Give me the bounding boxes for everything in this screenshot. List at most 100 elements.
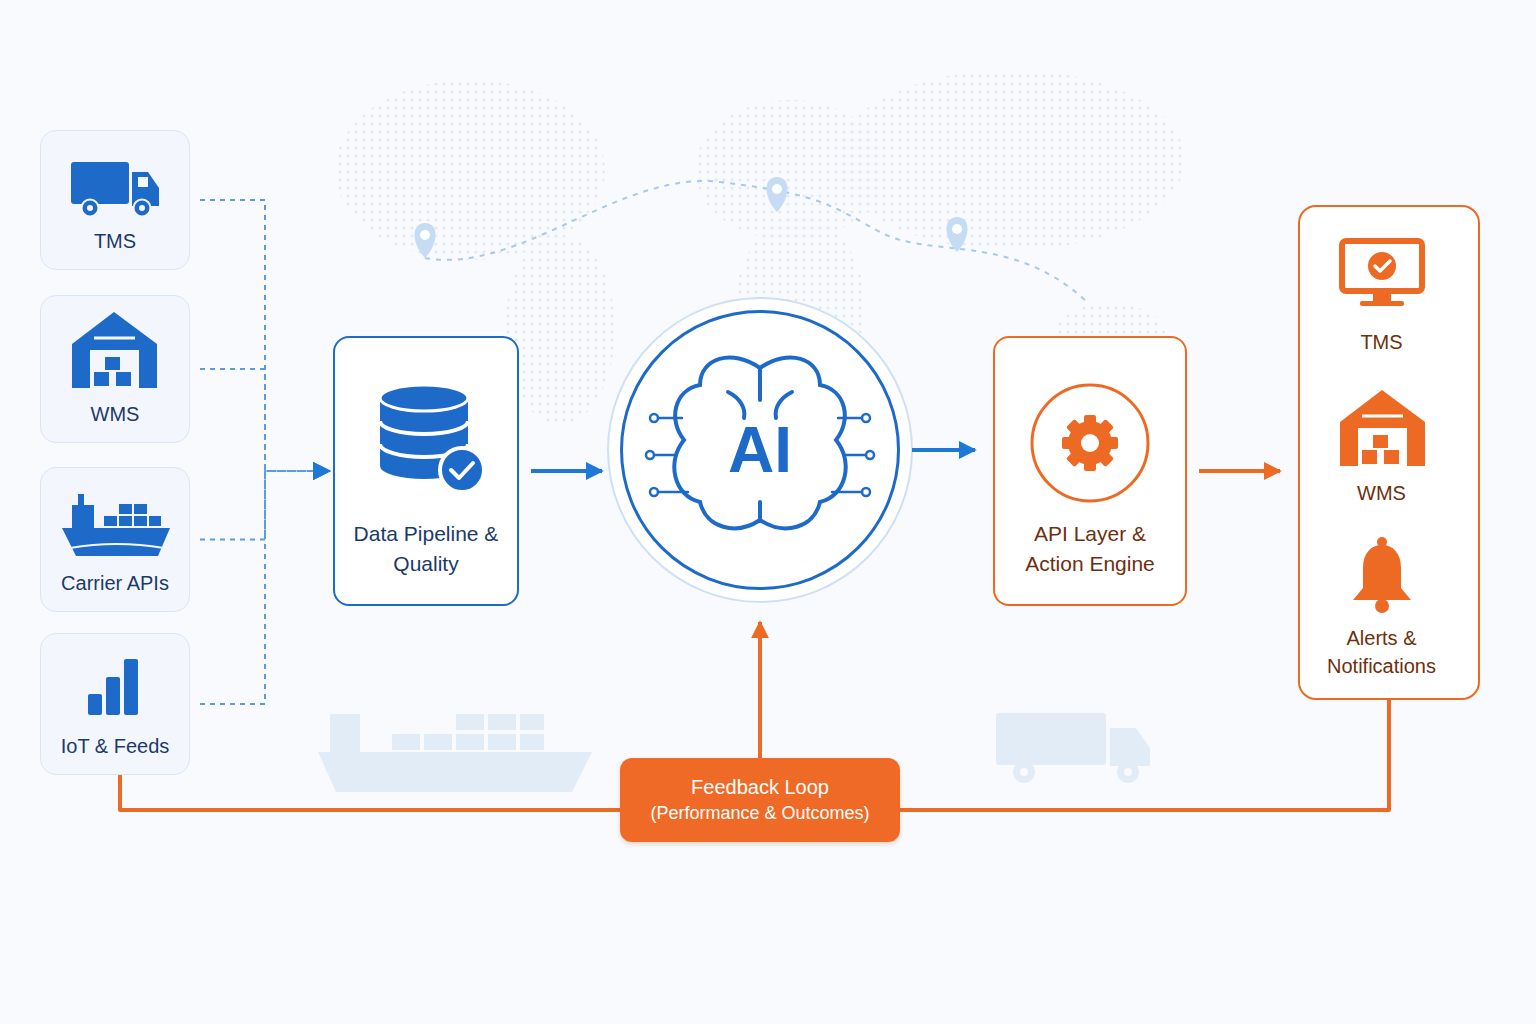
database-icon [380,385,484,492]
database-icon [380,421,468,434]
world-map [835,70,1185,250]
brain-icon [650,414,658,422]
ai-label: AI [728,415,792,485]
bar-chart-icon [106,677,120,715]
monitor-icon [1373,294,1391,302]
brain-icon [646,451,654,459]
truck-icon [134,200,151,217]
brain-icon [658,417,682,420]
monitor-icon [1342,241,1422,306]
faint-ship [392,734,420,750]
ship-icon [62,494,170,556]
node-label: WMS [91,400,140,428]
gear-icon [1032,385,1148,501]
faint-ship [488,734,516,750]
ship-icon [149,516,161,526]
warehouse-icon [72,312,157,388]
database-icon [380,385,468,411]
ship-icon [119,516,132,526]
brain-icon [674,357,845,528]
brain-icon [862,414,870,422]
brain-icon [844,454,866,457]
database-icon [440,448,484,492]
gear-icon [1062,437,1076,449]
faint-ship [488,714,516,730]
node-label: TMS [1360,328,1402,356]
map-pin [947,217,968,252]
flow-arrow [912,448,975,452]
warehouse-icon [105,357,120,370]
map-pin [947,217,968,252]
faint-ship [424,734,452,750]
node-label: IoT & Feeds [61,732,170,760]
warehouse-icon [1340,390,1425,466]
flow-arrow [120,775,620,810]
flow-arrow [758,622,762,758]
ship-icon [70,544,164,548]
warehouse-icon [1362,450,1377,464]
brain-icon [776,392,792,418]
brain-icon [646,357,874,528]
bell-icon [1353,537,1411,613]
faint-ship [520,734,544,750]
truck-icon [138,177,148,187]
gear-icon [1032,385,1148,501]
gear-icon [1068,421,1112,465]
brain-icon [758,502,762,520]
node-label: Alerts & Notifications [1307,624,1457,680]
ship-icon [119,504,132,514]
node-label: Carrier APIs [61,569,169,597]
flow-arrow [531,469,602,473]
brain-icon [654,454,676,457]
brain-icon [866,451,874,459]
database-icon [380,398,468,479]
brain-icon [658,491,688,494]
warehouse-icon [1340,390,1425,466]
truck-icon [139,205,145,211]
node-label: API Layer & Action Engine [1006,519,1174,578]
map-pin [420,230,430,240]
ship-icon [78,494,84,505]
node-label: WMS [1357,479,1406,507]
map-pin [415,223,436,258]
faint-ship [456,714,484,730]
warehouse-icon [90,350,139,388]
faint-truck [1013,761,1035,783]
output-item: WMS [1298,375,1466,513]
ship-icon [134,504,147,514]
faint-truck [1020,768,1028,776]
brain-icon [862,488,870,496]
dashed-connector [200,471,329,704]
bar-chart-icon [124,659,138,715]
gear-icon [1062,415,1118,471]
output-panel: TMS WMS Alerts & Notifications [1298,205,1480,700]
brain-icon [650,488,658,496]
world-map [335,80,605,260]
bell-icon [1375,599,1389,613]
route-line [425,181,1085,300]
monitor-icon [1342,241,1422,291]
faint-truck [1117,761,1139,783]
brain-icon [758,368,762,400]
gear-icon [1104,437,1118,449]
ship-icon [104,516,117,526]
process-box: Data Pipeline & Quality [333,336,519,606]
brain-icon [838,417,862,420]
faint-ship [318,714,592,792]
node-label: Data Pipeline & Quality [354,519,499,578]
faint-ship [330,714,360,752]
world-map [505,235,615,425]
bell-icon [1377,537,1387,547]
gear-icon [1084,457,1096,471]
map-pin [772,184,782,194]
faint-ship [456,734,484,750]
gear-icon [1084,415,1096,429]
gear-icon [1096,449,1114,467]
ai-outer-ring [608,298,912,602]
bar-chart-icon [88,659,138,715]
monitor-icon [1368,252,1396,280]
map-pin [767,177,788,212]
gear-icon [1096,419,1114,437]
warehouse-icon [94,337,135,340]
database-icon [380,444,468,457]
